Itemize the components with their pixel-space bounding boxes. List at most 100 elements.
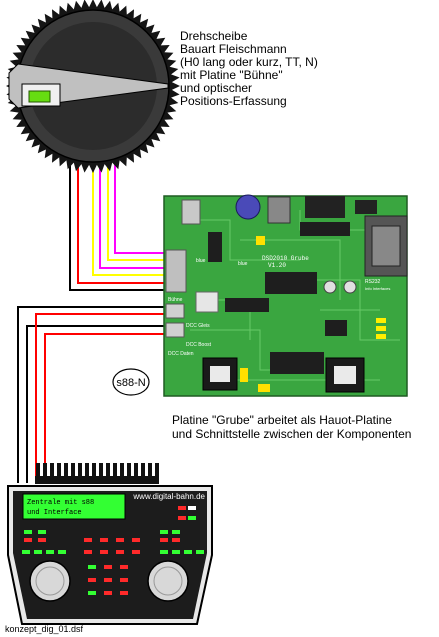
wiring [17,162,170,483]
panel-button [104,578,112,582]
connector-dcc-gleis [165,303,185,319]
connector-label-dcc-gleis: DCC Gleis [186,323,210,329]
central-website: www.digital-bahn.de [132,492,205,501]
panel-button [172,538,180,542]
heatsink-fin [71,463,75,477]
heatsink-fin [36,463,40,477]
panel-button [188,516,196,520]
wire-magenta-2 [114,162,170,254]
connector-label-dcc-daten: DCC Daten [168,351,194,357]
board-caption-line: und Schnittstelle zwischen der Komponent… [172,427,412,441]
wire-black-central-2 [26,325,170,483]
ic-top-right [305,196,345,218]
panel-button [88,578,96,582]
heatsink-fin [155,463,159,477]
ic-main-6 [325,320,347,336]
central-display-line-1: Zentrale mit s88 [27,499,94,507]
rs232-port [371,225,401,267]
panel-button [88,591,96,595]
heatsink-fins [36,463,159,477]
pcb-board: DSD2010 Grube V1.20 Bühne DCC Gleis DCC … [163,194,408,397]
ic-main-1 [208,232,222,262]
rj-jack-right [325,357,365,393]
heatsink-fin [134,463,138,477]
yellow-component-3 [258,384,270,392]
panel-button [120,578,128,582]
panel-button [160,550,168,554]
panel-button [24,538,32,542]
panel-button [160,530,168,534]
panel-button [100,538,108,542]
panel-button [116,538,124,542]
heatsink-fin [57,463,61,477]
status-led-1 [376,318,386,323]
panel-button [172,530,180,534]
panel-button [132,550,140,554]
heatsink-fin [64,463,68,477]
panel-button [24,530,32,534]
turntable-description-line: Bauart Fleischmann [180,42,287,56]
yellow-component-2 [240,368,248,382]
heatsink-base [35,476,159,484]
ic-main-2 [265,272,317,294]
wire-yellow-1 [92,162,170,276]
panel-button [104,591,112,595]
heatsink-fin [50,463,54,477]
heatsink-fin [113,463,117,477]
trimmer-1 [323,280,337,294]
voltage-regulator [267,196,291,224]
turntable-description-line: Positions-Erfassung [180,94,287,108]
panel-button [196,550,204,554]
connector-dcc-boost [165,322,185,338]
board-caption: Platine "Grube" arbeitet als Hauot-Plati… [172,413,411,441]
panel-button [120,591,128,595]
connector-top-left [181,199,201,225]
heatsink-fin [141,463,145,477]
heatsink-fin [120,463,124,477]
pcb-sub-label-1: blue [196,258,206,264]
panel-button [184,550,192,554]
panel-button [160,538,168,542]
status-led-2 [376,326,386,331]
wire-black-turntable [69,162,170,291]
capacitor [235,194,261,220]
central-station: www.digital-bahn.de Zentrale mit s88 und… [7,463,213,625]
panel-button [172,550,180,554]
panel-button [84,550,92,554]
turntable-description: Drehscheibe Bauart Fleischmann (H0 lang … [180,30,318,108]
ic-main-3 [300,222,350,236]
connector-label-dcc-boost: DCC Boost [186,342,212,348]
turntable-description-line: Drehscheibe [180,29,248,43]
panel-button [178,516,186,520]
panel-button [132,538,140,542]
panel-button [38,530,46,534]
ic-top-small [355,200,377,214]
central-buttons [22,506,204,595]
ic-main-5 [270,352,324,374]
panel-button [188,506,196,510]
pcb-sub-label-3: RS232 [365,279,381,285]
panel-button [120,565,128,569]
panel-button [88,565,96,569]
wire-red-central-2 [44,333,170,483]
board-version: V1.20 [268,262,286,269]
heatsink-fin [148,463,152,477]
heatsink-fin [92,463,96,477]
heatsink-fin [106,463,110,477]
white-module [195,291,219,313]
turntable-led [28,90,51,103]
heatsink-fin [43,463,47,477]
board-caption-line: Platine "Grube" arbeitet als Hauot-Plati… [172,413,392,427]
turntable-description-line: mit Platine "Bühne" [180,68,283,82]
turntable-description-line: und optischer [180,81,253,95]
yellow-component-1 [256,236,265,245]
turntable-description-line: (H0 lang oder kurz, TT, N) [180,55,318,69]
panel-button [178,506,186,510]
turntable [6,0,180,173]
status-led-3 [376,334,386,339]
heatsink-fin [78,463,82,477]
wire-red-turntable [77,162,170,284]
wire-red-central-1 [35,313,170,483]
s88-label: s88-N [116,377,145,389]
